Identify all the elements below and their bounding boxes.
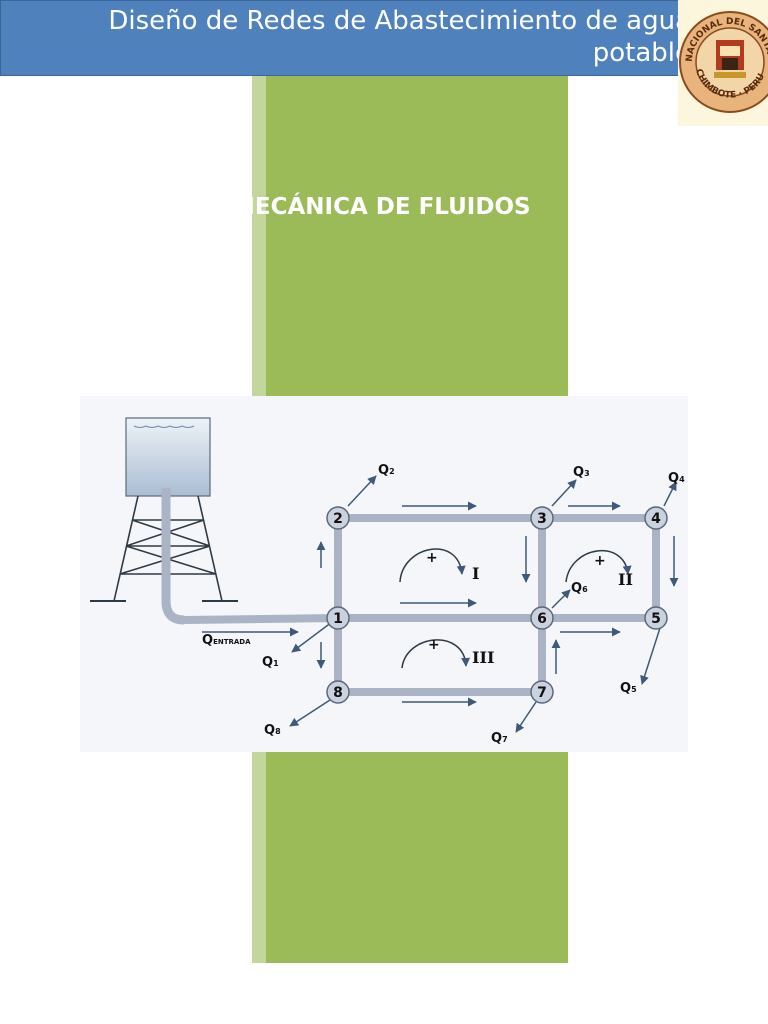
loop-1-label: I — [472, 564, 479, 583]
q1-label: Q1 — [262, 655, 279, 670]
pipe-network-diagram: + I + II + III 2 3 4 1 6 5 8 7 QENTRADA … — [80, 396, 688, 752]
loop-3-label: III — [472, 648, 494, 667]
cover-accent-strip-bottom — [252, 752, 266, 963]
loop-2-sign: + — [594, 553, 606, 569]
node-6: 6 — [530, 606, 554, 630]
cover-green-block-top: MECÁNICA DE FLUIDOS — [252, 76, 568, 396]
q3-label: Q3 — [573, 465, 590, 480]
q7-label: Q7 — [491, 731, 508, 746]
loop-3-sign: + — [428, 637, 440, 653]
node-5: 5 — [644, 606, 668, 630]
water-tank — [90, 417, 238, 625]
svg-text:3: 3 — [537, 511, 547, 527]
flow-arrows — [202, 501, 679, 707]
node-4: 4 — [644, 506, 668, 530]
pipe-lines — [183, 514, 660, 696]
seal-logo-icon: NACIONAL DEL SANTA CHIMBOTE · PERU — [679, 11, 768, 113]
svg-text:1: 1 — [333, 611, 343, 627]
svg-text:6: 6 — [537, 611, 547, 627]
q2-label: Q2 — [378, 463, 395, 478]
q8-label: Q8 — [264, 723, 281, 738]
loop-1-sign: + — [426, 550, 438, 566]
node-8: 8 — [326, 680, 350, 704]
header-banner: Diseño de Redes de Abastecimiento de agu… — [0, 0, 710, 76]
svg-text:5: 5 — [651, 611, 661, 627]
cover-green-block-bottom — [252, 752, 568, 963]
q-entrada-label: QENTRADA — [202, 633, 251, 648]
q6-label: Q6 — [571, 581, 588, 596]
svg-text:4: 4 — [651, 511, 661, 527]
cover-title: MECÁNICA DE FLUIDOS — [252, 194, 531, 220]
svg-text:7: 7 — [537, 685, 547, 701]
demand-arrows — [289, 475, 677, 733]
loop-arrows — [399, 548, 632, 669]
q5-label: Q5 — [620, 681, 637, 696]
university-seal: NACIONAL DEL SANTA CHIMBOTE · PERU — [678, 0, 768, 126]
svg-text:8: 8 — [333, 685, 343, 701]
svg-text:2: 2 — [333, 511, 343, 527]
cover-accent-strip — [252, 76, 266, 396]
document-title: Diseño de Redes de Abastecimiento de agu… — [108, 6, 691, 68]
node-2: 2 — [326, 506, 350, 530]
node-3: 3 — [530, 506, 554, 530]
q4-label: Q4 — [668, 471, 685, 486]
node-7: 7 — [530, 680, 554, 704]
loop-2-label: II — [618, 570, 633, 589]
node-1: 1 — [326, 606, 350, 630]
